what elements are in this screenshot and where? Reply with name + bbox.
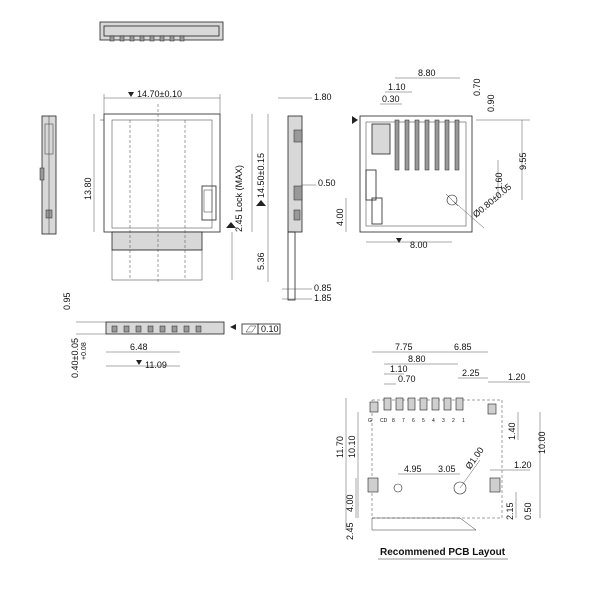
pin-label: 1: [462, 418, 465, 424]
pcb-left-low: 4.00: [345, 494, 355, 512]
pcb-right-gap: 2.25: [462, 368, 480, 378]
top-view: 14.70±0.10 13.80 2.45 Lock (MAX) 14.50±0…: [83, 89, 269, 282]
front-pin-tol: +0.08: [81, 342, 88, 360]
pcb-right-tail: 0.50: [523, 502, 533, 520]
front-height-dim: 0.95: [62, 292, 72, 310]
bottom-span: 8.00: [410, 240, 428, 250]
bottom-pitch: 1.10: [388, 82, 406, 92]
flatness-dim: 0.10: [261, 324, 279, 334]
pcb-hole-x: 4.95: [404, 464, 422, 474]
lock-dim: 2.45 Lock (MAX): [234, 165, 244, 232]
top-width-dim: 14.70±0.10: [137, 89, 182, 99]
pcb-pad-height: 1.40: [507, 422, 517, 440]
pcb-hole-offset: 3.05: [438, 464, 456, 474]
pin-label: 2: [452, 418, 455, 424]
pcb-left-span: 7.75: [395, 342, 413, 352]
pcb-pin-labels: G CD 8 7 6 5 4 3 2 1: [368, 418, 465, 424]
front-pin-dim: 0.40±0.05: [70, 338, 80, 378]
front-view: 0.95 0.40±0.05 +0.08 6.48 11.09 0.10: [62, 292, 281, 378]
pin-label: 7: [402, 418, 405, 424]
front-pitch-dim: 6.48: [130, 342, 148, 352]
bottom-pins-span: 8.80: [418, 68, 436, 78]
pcb-body-right: 10.00: [537, 431, 547, 454]
side-top-dim: 1.80: [314, 92, 332, 102]
pin-label: CD: [380, 418, 388, 424]
pcb-layout: G CD 8 7 6 5 4 3 2 1 7.75 6.85 8.80 1.10…: [335, 342, 547, 560]
top-height-dim: 13.80: [83, 177, 93, 200]
bottom-pin-width: 0.30: [382, 94, 400, 104]
front-width-dim: 11.09: [145, 360, 167, 370]
pcb-right-pad: 1.20: [508, 372, 526, 382]
pcb-pitch: 1.10: [390, 364, 408, 374]
pcb-left-tail: 2.45: [345, 522, 355, 540]
pcb-right-span: 6.85: [454, 342, 472, 352]
side-base-dim: 1.85: [314, 293, 332, 303]
pcb-right-low: 2.15: [505, 502, 515, 520]
pcb-height-body: 10.10: [347, 435, 357, 458]
top-thumbnail-view: [99, 21, 224, 42]
pin-label: 8: [392, 418, 395, 424]
bottom-view: 8.80 1.10 0.30 0.70 0.90 9.55 1.60 Ø0.80…: [335, 68, 530, 250]
pin-label: 3: [442, 418, 445, 424]
bottom-right-top: 0.70: [472, 78, 482, 96]
eject-dim: 14.50±0.15: [256, 153, 266, 198]
side-mid-dim: 0.50: [318, 178, 336, 188]
extend-dim: 5.36: [256, 252, 266, 270]
pin-label: 5: [422, 418, 425, 424]
left-side-view: [39, 115, 57, 235]
bottom-side: 4.00: [335, 208, 345, 226]
right-side-view: 1.80 0.50 0.85 1.85: [278, 92, 336, 303]
pin-label: 6: [412, 418, 415, 424]
bottom-hole: Ø0.80±0.05: [471, 182, 513, 220]
pin-label: G: [368, 418, 372, 424]
side-thick-dim: 0.85: [314, 283, 332, 293]
bottom-peg: 1.60: [494, 172, 504, 190]
pcb-caption: Recommened PCB Layout: [380, 547, 506, 558]
bottom-height: 9.55: [518, 152, 528, 170]
pcb-pad-width: 0.70: [398, 374, 416, 384]
pcb-mid-pad: 1.20: [514, 460, 532, 470]
pin-label: 4: [432, 418, 435, 424]
pcb-height-total: 11.70: [335, 436, 345, 458]
bottom-right-pin: 0.90: [486, 94, 496, 112]
pcb-pins-span: 8.80: [408, 354, 426, 364]
